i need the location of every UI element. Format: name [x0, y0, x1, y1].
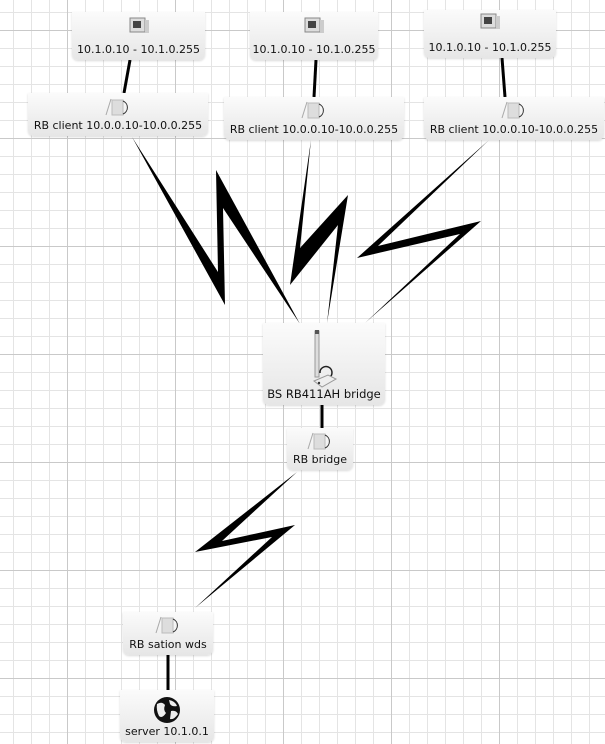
device-rb-bridge[interactable]: RB bridge	[287, 428, 353, 470]
device-client2[interactable]: RB client 10.0.0.10-10.0.0.255	[224, 97, 404, 140]
device-label: RB client 10.0.0.10-10.0.0.255	[229, 123, 399, 136]
device-label: RB bridge	[293, 453, 347, 466]
wired-link[interactable]	[500, 57, 507, 98]
device-lan1[interactable]: 10.1.0.10 - 10.1.0.255	[72, 12, 205, 60]
wired-link[interactable]	[122, 59, 132, 94]
wireless-link[interactable]	[357, 140, 489, 323]
device-label: RB client 10.0.0.10-10.0.0.255	[33, 119, 203, 132]
device-bs-bridge[interactable]: BS RB411AH bridge	[263, 323, 385, 405]
wireless-link[interactable]	[132, 137, 300, 324]
device-label: RB client 10.0.0.10-10.0.0.255	[429, 123, 599, 136]
wireless-link[interactable]	[195, 472, 297, 608]
device-label: 10.1.0.10 - 10.1.0.255	[252, 43, 376, 56]
wired-link[interactable]	[312, 59, 318, 98]
device-label: RB sation wds	[129, 638, 207, 651]
device-lan2[interactable]: 10.1.0.10 - 10.1.0.255	[250, 12, 378, 60]
antenna-dish-icon	[307, 432, 330, 450]
computer-icon	[129, 17, 149, 33]
antenna-dish-icon	[105, 98, 128, 116]
device-station[interactable]: RB sation wds	[123, 612, 213, 655]
computer-icon	[480, 13, 500, 29]
antenna-dish-icon	[155, 616, 178, 634]
device-client1[interactable]: RB client 10.0.0.10-10.0.0.255	[28, 93, 208, 136]
device-label: 10.1.0.10 - 10.1.0.255	[77, 43, 200, 56]
device-client3[interactable]: RB client 10.0.0.10-10.0.0.255	[424, 97, 604, 140]
device-lan3[interactable]: 10.1.0.10 - 10.1.0.255	[424, 10, 556, 58]
device-label: BS RB411AH bridge	[267, 387, 381, 401]
globe-icon	[154, 697, 180, 723]
device-label: server 10.1.0.1	[125, 725, 209, 738]
antenna-dish-icon	[501, 101, 524, 119]
device-label: 10.1.0.10 - 10.1.0.255	[428, 41, 552, 54]
wireless-link[interactable]	[290, 140, 348, 323]
device-server[interactable]: server 10.1.0.1	[120, 690, 214, 742]
router-antenna-icon	[313, 330, 338, 388]
antenna-dish-icon	[301, 101, 324, 119]
computer-icon	[304, 17, 324, 33]
